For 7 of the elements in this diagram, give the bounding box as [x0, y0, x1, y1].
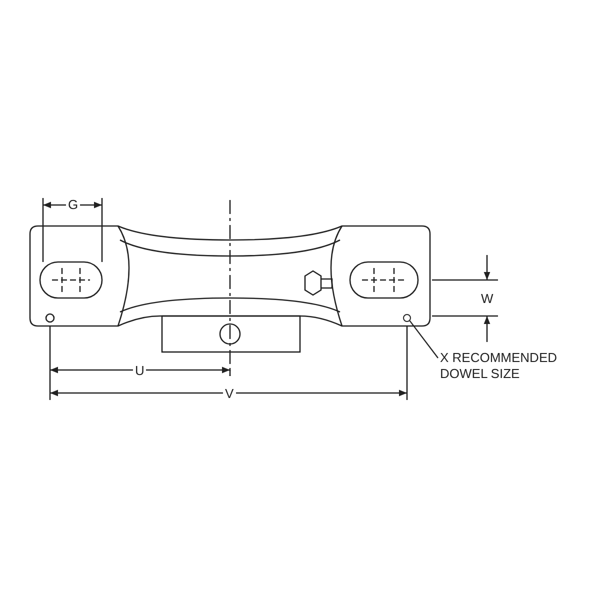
note-text: X RECOMMENDED DOWEL SIZE [440, 350, 582, 382]
dimension-label: V [223, 386, 236, 401]
leader-line [409, 320, 438, 358]
dimension-label: W [479, 291, 496, 306]
dowel-hole [403, 314, 411, 322]
dimension-label: G [66, 197, 80, 212]
dimension-label: U [133, 363, 146, 378]
